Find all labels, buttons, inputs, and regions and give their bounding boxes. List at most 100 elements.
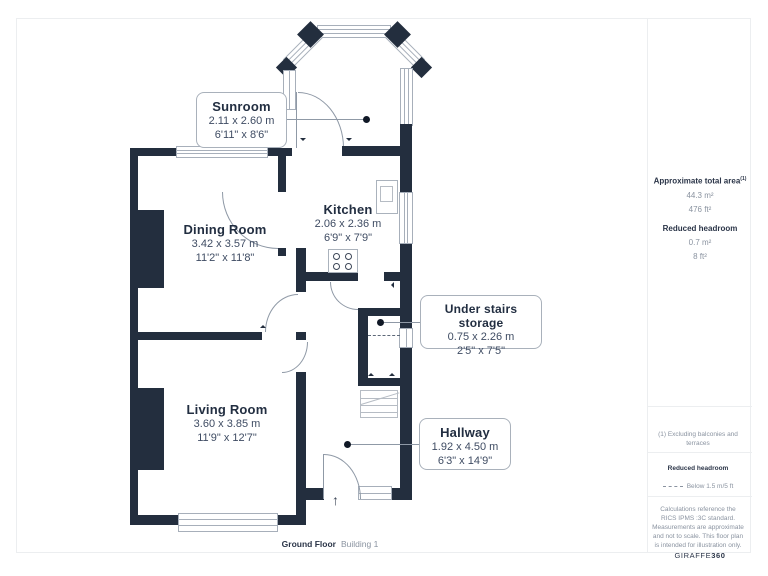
opening-tick (389, 370, 395, 376)
room-label-under-stairs-storage: Under stairs storage 0.75 x 2.26 m 2'5" … (420, 295, 542, 357)
wall (392, 488, 412, 500)
room-label-dining-room: Dining Room 3.42 x 3.57 m 11'2" x 11'8" (150, 222, 300, 265)
label-anchor-dot (344, 441, 351, 448)
room-dim-imperial: 2'5" x 7'5" (456, 345, 506, 357)
room-dim-imperial: 11'9" x 12'7" (197, 432, 257, 444)
wall (358, 308, 400, 316)
label-leader-line (287, 119, 367, 120)
opening-tick (260, 322, 266, 328)
divider (648, 452, 752, 453)
brand-name: GIRAFFE (674, 551, 712, 560)
room-dim-metric: 0.75 x 2.26 m (447, 331, 515, 343)
room-dim-metric: 3.60 x 3.85 m (193, 418, 261, 430)
total-area-m2: 44.3 m² (686, 190, 714, 200)
label-anchor-dot (377, 319, 384, 326)
chimney-breast (138, 388, 164, 470)
total-area-label-text: Approximate total area (653, 176, 741, 186)
reduced-headroom-ft2: 8 ft² (693, 251, 707, 261)
reduced-headroom-label: Reduced headroom (662, 223, 738, 233)
floor-label: Ground Floor (281, 539, 336, 549)
label-anchor-dot (363, 116, 370, 123)
floor-caption: Ground Floor Building 1 (230, 539, 430, 549)
room-label-hallway: Hallway 1.92 x 4.50 m 6'3" x 14'9" (419, 418, 511, 470)
stove-burner (333, 253, 340, 260)
stove-burner (333, 263, 340, 270)
wall (296, 248, 306, 292)
wall (358, 308, 368, 386)
dashed-line-sample (662, 485, 683, 487)
room-label-kitchen: Kitchen 2.06 x 2.36 m 6'9" x 7'9" (292, 202, 404, 245)
window (399, 192, 413, 244)
kitchen-sink (376, 180, 398, 214)
room-name: Dining Room (183, 222, 267, 237)
wall (296, 488, 306, 525)
room-name: Under stairs storage (444, 302, 518, 330)
bay-window (178, 513, 278, 532)
staircase (360, 390, 400, 418)
stair-tread (361, 405, 397, 406)
wall (400, 348, 412, 500)
wall (278, 248, 286, 256)
reduced-headroom-line (368, 335, 400, 336)
wall (296, 372, 306, 488)
wall (296, 488, 324, 500)
footnote: (1) Excluding balconies and terraces (658, 431, 738, 447)
room-name: Kitchen (323, 202, 373, 217)
brand-logo: GIRAFFE360 (648, 551, 752, 560)
wall (358, 378, 400, 386)
divider (648, 406, 752, 407)
info-sidebar: Approximate total area(1) 44.3 m² 476 ft… (647, 18, 752, 560)
room-name: Sunroom (212, 99, 271, 114)
total-area-ft2: 476 ft² (688, 204, 712, 214)
sink-bowl (380, 186, 393, 202)
room-label-living-room: Living Room 3.60 x 3.85 m 11'9" x 12'7" (152, 402, 302, 445)
wall (400, 124, 412, 192)
disclaimer: Calculations reference the RICS IPMS :3C… (652, 506, 744, 549)
window (358, 486, 392, 500)
area-summary: Approximate total area(1) 44.3 m² 476 ft… (648, 166, 752, 261)
total-area-label: Approximate total area(1) (648, 176, 752, 186)
room-name: Living Room (186, 402, 268, 417)
label-leader-line (350, 444, 419, 445)
wall (278, 156, 286, 192)
opening-tick (300, 138, 306, 144)
room-name: Hallway (440, 425, 490, 440)
brand-suffix: 360 (711, 551, 726, 560)
wall (342, 146, 402, 156)
door-leaf (323, 454, 324, 499)
window (400, 68, 413, 126)
window (317, 25, 391, 38)
wall (384, 272, 402, 281)
room-dim-imperial: 6'3" x 14'9" (437, 455, 493, 467)
chimney-breast (138, 210, 164, 288)
label-leader-line (384, 322, 420, 323)
stove-burner (345, 263, 352, 270)
wall (278, 515, 306, 525)
footnote-ref: (1) (740, 176, 747, 182)
room-dim-imperial: 6'11" x 8'6" (214, 129, 269, 141)
room-dim-metric: 2.11 x 2.60 m (208, 115, 275, 127)
wall (400, 244, 412, 328)
room-label-sunroom: Sunroom 2.11 x 2.60 m 6'11" x 8'6" (196, 92, 287, 148)
building-label: Building 1 (340, 539, 379, 549)
reduced-headroom-m2: 0.7 m² (688, 237, 712, 247)
wall (298, 272, 358, 281)
legend: Reduced headroom Below 1.5 m/5 ft (652, 464, 744, 491)
door-leaf (296, 92, 297, 148)
legend-title: Reduced headroom (667, 465, 729, 472)
divider (648, 496, 752, 497)
legend-text: Below 1.5 m/5 ft (686, 483, 734, 490)
window (399, 328, 413, 348)
page-border (16, 18, 751, 553)
room-dim-metric: 1.92 x 4.50 m (431, 441, 499, 453)
room-dim-imperial: 11'2" x 11'8" (195, 252, 255, 264)
room-dim-metric: 3.42 x 3.57 m (191, 238, 259, 250)
opening-tick (368, 370, 374, 376)
stair-tread (361, 412, 397, 413)
opening-tick (388, 282, 394, 288)
entrance-arrow: ↑ (332, 492, 339, 508)
room-dim-metric: 2.06 x 2.36 m (314, 218, 382, 230)
wall (130, 332, 262, 340)
stove-burner (345, 253, 352, 260)
wall (130, 515, 178, 525)
